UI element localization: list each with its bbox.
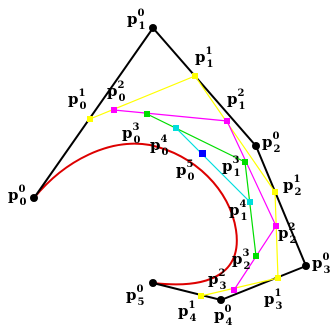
point-p1-2: [224, 118, 230, 124]
point-p0-1: [87, 116, 93, 122]
point-p0-5: [199, 150, 206, 157]
control-point-p3-0: [302, 262, 310, 270]
point-p4-1: [198, 293, 204, 299]
control-point-p4-0: [217, 296, 225, 304]
point-p3-2: [231, 287, 237, 293]
point-p2-3: [253, 253, 259, 259]
control-points: [30, 24, 310, 304]
level-3-points: [144, 111, 259, 259]
level-5-points: [199, 150, 206, 157]
control-point-p2-0: [252, 142, 260, 150]
control-point-p5-0: [149, 279, 157, 287]
control-point-p0-0: [30, 194, 38, 202]
point-p0-3: [144, 111, 150, 117]
point-p1-1: [192, 73, 198, 79]
control-point-p1-0: [149, 24, 157, 32]
level-1-points: [87, 73, 281, 299]
point-p3-1: [275, 275, 281, 281]
point-p2-1: [272, 189, 278, 195]
level-2-points: [111, 107, 279, 293]
control-polygon: [33, 26, 308, 302]
level-4-points: [173, 125, 253, 205]
point-p1-4: [247, 199, 253, 205]
point-p0-2: [111, 107, 117, 113]
point-p2-2: [273, 223, 279, 229]
level-4-polygon: [175, 127, 251, 203]
point-p1-3: [242, 159, 248, 165]
bezier-curve: [33, 142, 238, 286]
point-p0-4: [173, 125, 179, 131]
